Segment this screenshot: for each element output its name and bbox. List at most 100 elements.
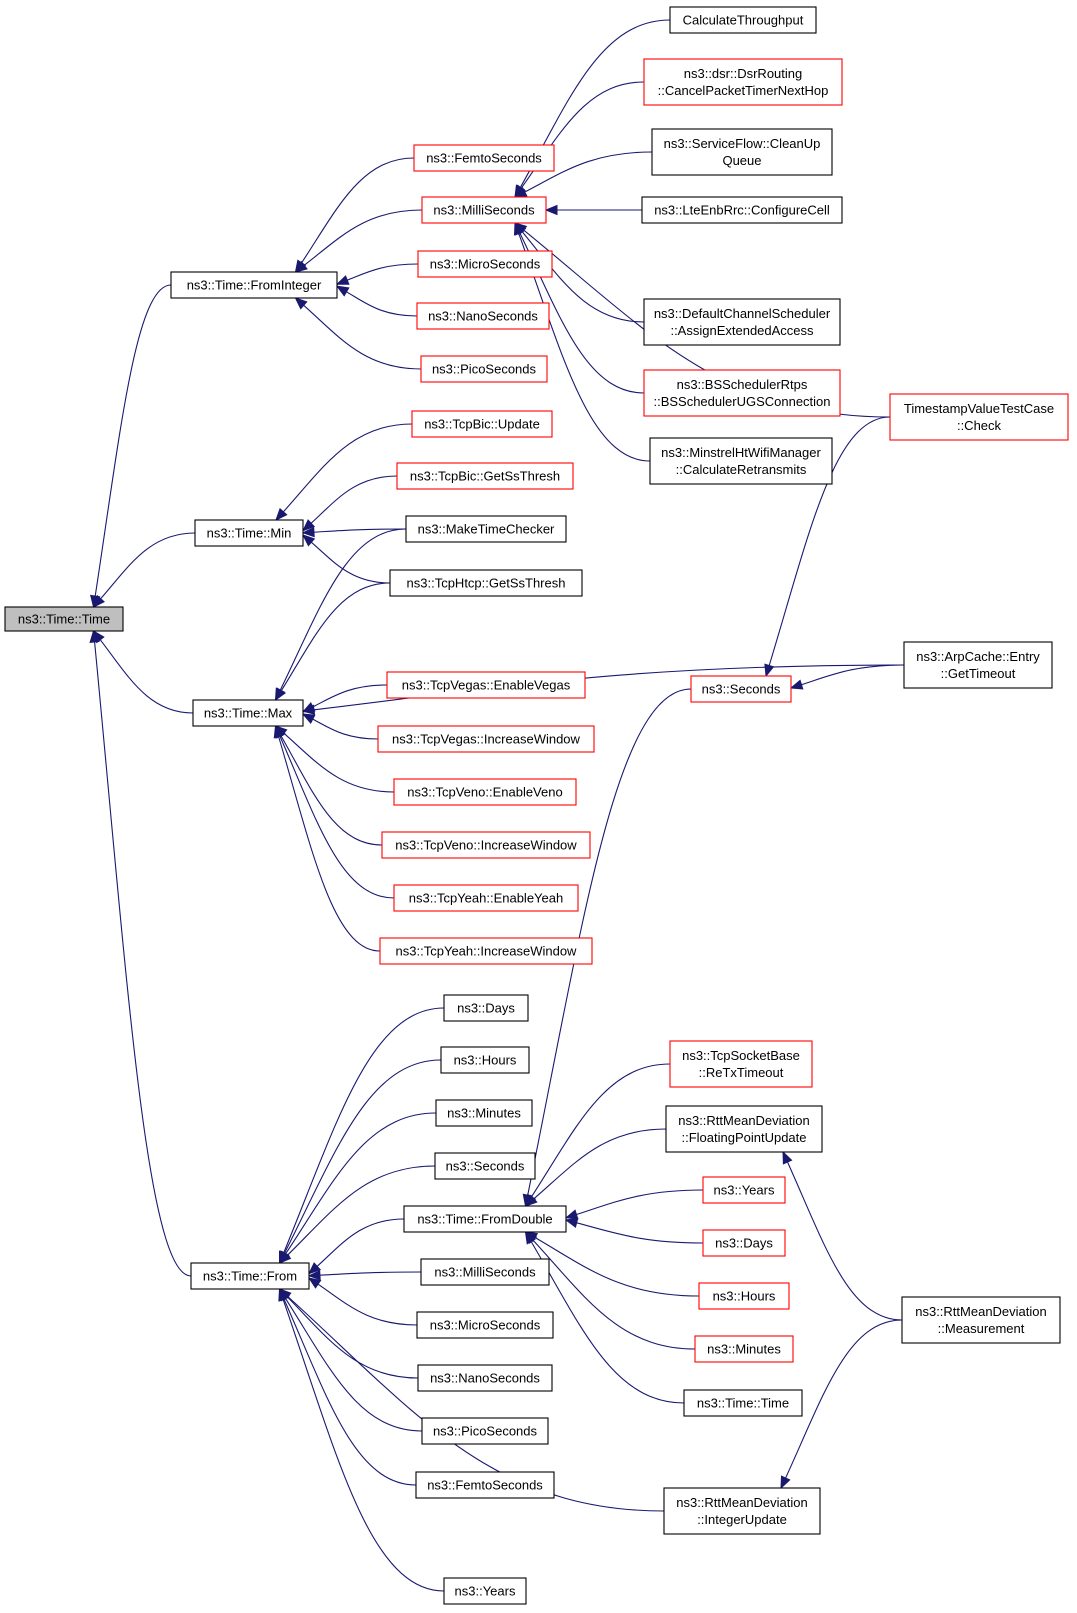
edge-arrowhead [524, 1194, 538, 1207]
node-yeahen[interactable]: ns3::TcpYeah::EnableYeah [393, 884, 579, 912]
node-yeahiw[interactable]: ns3::TcpYeah::IncreaseWindow [379, 937, 593, 965]
node-venoiw[interactable]: ns3::TcpVeno::IncreaseWindow [381, 831, 591, 859]
node-nano-b[interactable]: ns3::NanoSeconds [417, 1364, 553, 1392]
node-bicupd[interactable]: ns3::TcpBic::Update [411, 410, 553, 438]
node-label: ns3::TcpYeah::IncreaseWindow [396, 944, 578, 959]
node-box [381, 831, 591, 859]
node-years-r[interactable]: ns3::Years [702, 1176, 786, 1204]
edge-arrowhead [294, 297, 308, 310]
edge-nano_b-to-from [278, 1288, 419, 1379]
node-defchan[interactable]: ns3::DefaultChannelScheduler::AssignExte… [643, 298, 841, 346]
edge-yeahen-to-max [274, 724, 395, 899]
node-label: ns3::Seconds [702, 682, 781, 697]
edge-mktc-to-max [274, 528, 407, 702]
node-box [669, 6, 817, 34]
edge-line [319, 1271, 422, 1276]
node-box [643, 58, 843, 106]
node-minutes-b[interactable]: ns3::Minutes [435, 1099, 533, 1127]
node-pico-b[interactable]: ns3::PicoSeconds [421, 1417, 549, 1445]
node-box [411, 410, 553, 438]
node-pico-r[interactable]: ns3::PicoSeconds [420, 355, 548, 383]
node-label: ns3::ServiceFlow::CleanUp [664, 136, 821, 151]
node-mktc[interactable]: ns3::MakeTimeChecker [405, 515, 567, 543]
node-box [651, 128, 833, 176]
node-calcthr[interactable]: CalculateThroughput [669, 6, 817, 34]
node-seconds-b[interactable]: ns3::Seconds [434, 1152, 536, 1180]
node-micro-r[interactable]: ns3::MicroSeconds [417, 250, 553, 278]
node-label: ns3::NanoSeconds [428, 309, 538, 324]
node-label: ns3::DefaultChannelScheduler [654, 306, 831, 321]
node-label: ns3::NanoSeconds [430, 1371, 540, 1386]
node-milli-b[interactable]: ns3::MilliSeconds [420, 1258, 550, 1286]
node-seconds-r[interactable]: ns3::Seconds [690, 675, 792, 703]
node-box [901, 1296, 1061, 1344]
node-tcpsock[interactable]: ns3::TcpSocketBase::ReTxTimeout [669, 1040, 813, 1088]
node-tsvtest[interactable]: TimestampValueTestCase::Check [889, 393, 1069, 441]
node-label: ns3::MinstrelHtWifiManager [661, 445, 821, 460]
edge-line [279, 528, 407, 691]
node-box [421, 196, 547, 224]
node-venoen[interactable]: ns3::TcpVeno::EnableVeno [393, 778, 577, 806]
edge-femto_b-to-from [278, 1287, 417, 1486]
node-box [389, 569, 583, 597]
node-days-r[interactable]: ns3::Days [702, 1229, 786, 1257]
node-micro-b[interactable]: ns3::MicroSeconds [416, 1311, 554, 1339]
node-label: ::Check [957, 418, 1002, 433]
node-femto-b[interactable]: ns3::FemtoSeconds [415, 1471, 555, 1499]
edge-dsr-to-milli_r [514, 81, 645, 199]
node-label: ns3::Minutes [447, 1106, 521, 1121]
node-box [396, 462, 574, 490]
node-milli-r[interactable]: ns3::MilliSeconds [421, 196, 547, 224]
node-hours-r[interactable]: ns3::Hours [698, 1282, 790, 1310]
edge-line [310, 475, 398, 524]
node-vegasiw[interactable]: ns3::TcpVegas::IncreaseWindow [377, 725, 595, 753]
node-label: ns3::Hours [713, 1289, 776, 1304]
edge-line [287, 1165, 436, 1256]
node-rttfloat[interactable]: ns3::RttMeanDeviation::FloatingPointUpda… [665, 1105, 823, 1153]
node-min[interactable]: ns3::Time::Min [194, 519, 304, 547]
node-dsr[interactable]: ns3::dsr::DsrRouting::CancelPacketTimerN… [643, 58, 843, 106]
node-box [393, 778, 577, 806]
node-label: ::ReTxTimeout [699, 1065, 784, 1080]
node-minstrel[interactable]: ns3::MinstrelHtWifiManager::CalculateRet… [649, 437, 833, 485]
node-bicss[interactable]: ns3::TcpBic::GetSsThresh [396, 462, 574, 490]
node-box [4, 606, 124, 632]
edge-line [312, 684, 388, 708]
node-femto-r[interactable]: ns3::FemtoSeconds [413, 144, 555, 172]
node-nano-r[interactable]: ns3::NanoSeconds [416, 302, 550, 330]
edge-arrowhead [789, 679, 804, 690]
node-hours-b[interactable]: ns3::Hours [440, 1046, 530, 1074]
node-box [416, 1311, 554, 1339]
edge-arpentry-to-seconds_r [789, 664, 905, 690]
node-from[interactable]: ns3::Time::From [190, 1262, 310, 1290]
node-box [413, 144, 555, 172]
node-label: ns3::Time::Max [204, 706, 293, 721]
edge-vegasiw-to-max [301, 713, 379, 740]
node-label: ns3::Time::Time [18, 612, 110, 627]
edge-arrowhead [275, 507, 288, 521]
node-days-b[interactable]: ns3::Days [443, 994, 529, 1022]
node-rttint[interactable]: ns3::RttMeanDeviation::IntegerUpdate [663, 1487, 821, 1535]
node-vegasen[interactable]: ns3::TcpVegas::EnableVegas [386, 671, 586, 699]
node-box [889, 393, 1069, 441]
node-years-b[interactable]: ns3::Years [443, 1577, 527, 1605]
node-rttmeas[interactable]: ns3::RttMeanDeviation::Measurement [901, 1296, 1061, 1344]
node-box [435, 1099, 533, 1127]
node-label: ns3::TcpBic::Update [424, 417, 540, 432]
node-frominteger[interactable]: ns3::Time::FromInteger [170, 271, 338, 299]
node-time-time2[interactable]: ns3::Time::Time [683, 1389, 803, 1417]
node-bssched[interactable]: ns3::BSSchedulerRtps::BSSchedulerUGSConn… [643, 369, 841, 417]
node-minutes-r[interactable]: ns3::Minutes [694, 1335, 794, 1363]
node-fromdouble[interactable]: ns3::Time::FromDouble [403, 1205, 567, 1233]
node-max[interactable]: ns3::Time::Max [192, 699, 304, 727]
edge-arrowhead [782, 1150, 793, 1165]
edge-htcpss-to-max [274, 582, 391, 702]
node-htcpss[interactable]: ns3::TcpHtcp::GetSsThresh [389, 569, 583, 597]
node-label: ns3::Time::Min [207, 526, 292, 541]
edge-line [301, 157, 415, 264]
node-arpentry[interactable]: ns3::ArpCache::Entry::GetTimeout [903, 641, 1053, 689]
node-lteenb[interactable]: ns3::LteEnbRrc::ConfigureCell [641, 196, 843, 224]
edge-pico_r-to-frominteger [294, 297, 422, 370]
